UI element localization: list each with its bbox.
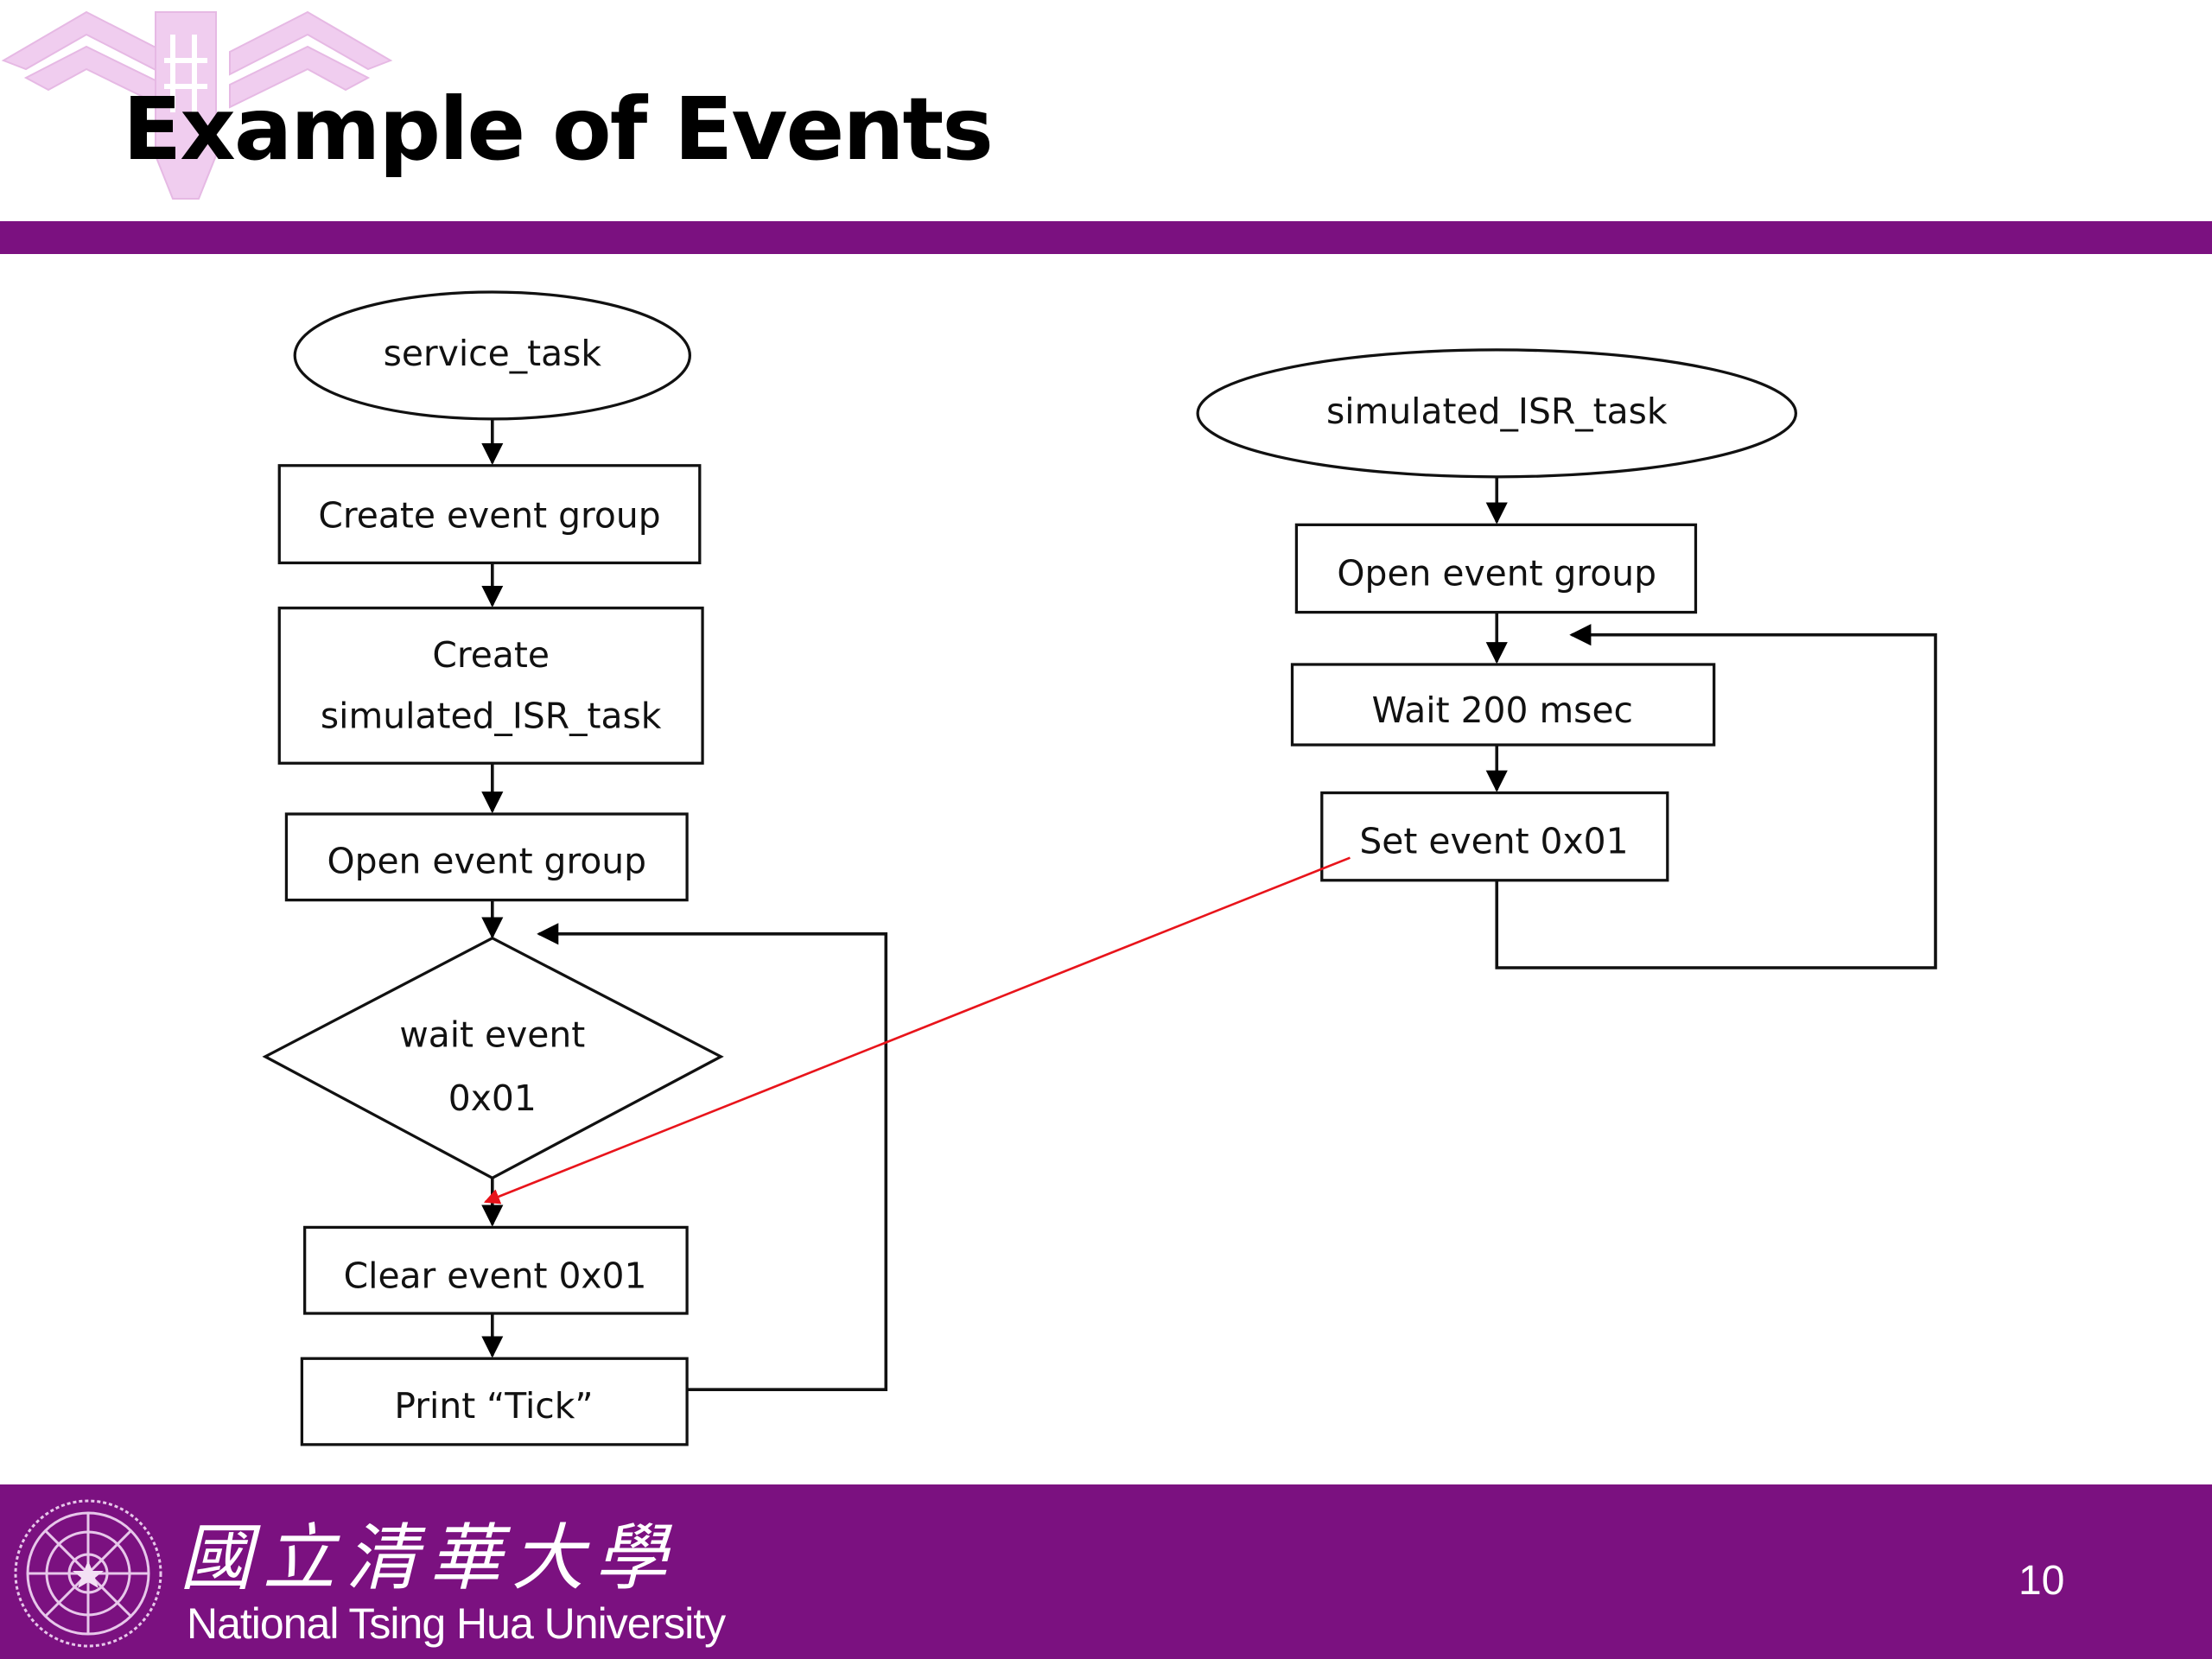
wait-event-value-label: 0x01 (448, 1077, 537, 1119)
page-number: 10 (2018, 1558, 2065, 1604)
event-signal-arrow (483, 856, 1351, 1205)
wait-200-msec-label: Wait 200 msec (1372, 690, 1633, 731)
slide-title: Example of Events (123, 79, 994, 180)
create-label: Create (432, 634, 550, 676)
university-name-chinese: 國立清華大學 (180, 1516, 678, 1600)
clear-event-label: Clear event 0x01 (344, 1255, 647, 1297)
university-seal-icon (14, 1499, 162, 1648)
university-emblem-watermark (1, 10, 393, 200)
set-event-node (1320, 791, 1669, 882)
create-simulated-isr-task-node (277, 607, 704, 765)
edge-loop-back-left (537, 923, 888, 1391)
university-name-english: National Tsing Hua University (187, 1599, 726, 1648)
wait-event-decision-node (262, 936, 724, 1180)
clear-event-node (303, 1225, 689, 1315)
simulated-isr-task-label: simulated_ISR_task (321, 695, 662, 736)
open-event-group-label-left: Open event group (327, 841, 646, 882)
create-event-group-label: Create event group (318, 495, 660, 537)
wait-200-msec-node (1290, 663, 1716, 747)
open-event-group-node-right (1294, 523, 1698, 614)
edge-loop-back-right (1495, 624, 1937, 969)
wait-event-label: wait event (399, 1014, 585, 1055)
set-event-label: Set event 0x01 (1359, 821, 1628, 862)
open-event-group-node-left (284, 812, 689, 902)
service-task-label: service_task (384, 333, 602, 374)
simulated-isr-start-label: simulated_ISR_task (1326, 391, 1668, 432)
print-tick-label: Print “Tick” (394, 1385, 593, 1427)
open-event-group-label-right: Open event group (1337, 553, 1656, 594)
header-accent-bar (0, 221, 2212, 254)
footer-bar: 國立清華大學 National Tsing Hua University 10 (0, 1484, 2212, 1659)
create-event-group-node (277, 464, 702, 565)
print-tick-node (300, 1357, 689, 1446)
